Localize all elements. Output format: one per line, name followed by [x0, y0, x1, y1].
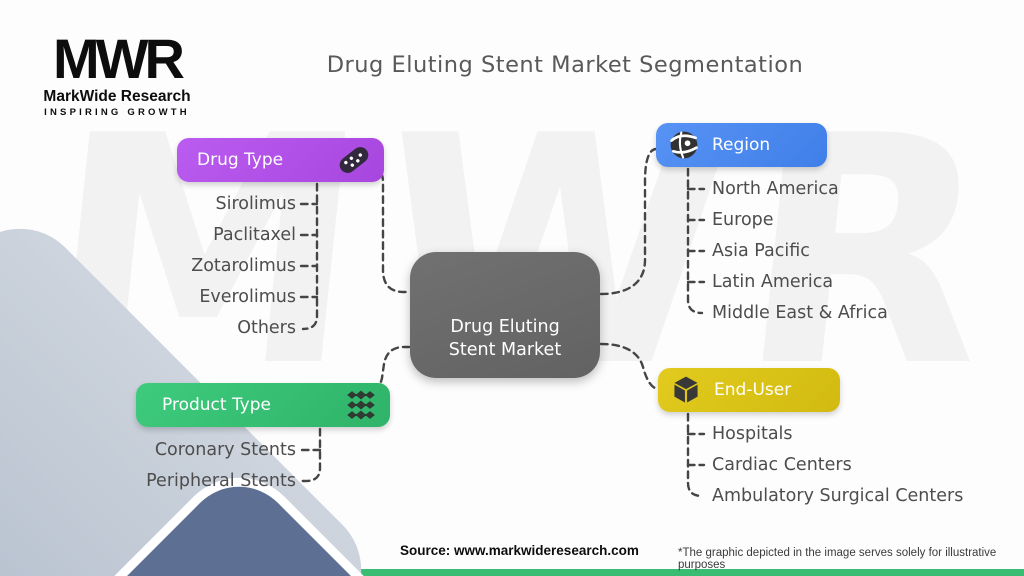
branch-header-end-user: End-User: [658, 368, 840, 412]
branch-label-end-user: End-User: [714, 380, 792, 400]
bottom-accent-bar: [268, 569, 1024, 576]
branch-label-drug-type: Drug Type: [197, 150, 284, 170]
list-item: Latin America: [712, 272, 834, 292]
product-type-items: Coronary Stents Peripheral Stents: [60, 435, 296, 497]
list-item: North America: [712, 179, 839, 199]
source-text: Source: www.markwideresearch.com: [400, 543, 639, 558]
list-item: Hospitals: [712, 424, 793, 444]
drug-type-items: Sirolimus Paclitaxel Zotarolimus Everoli…: [80, 189, 296, 344]
list-item: Asia Pacific: [712, 241, 810, 261]
pills-icon: [336, 145, 372, 175]
list-item: Sirolimus: [215, 194, 296, 214]
markwide-logo: MWR MarkWide Research INSPIRING GROWTH: [34, 27, 200, 119]
stent-stack-icon: [344, 389, 378, 421]
end-user-items: Hospitals Cardiac Centers Ambulatory Sur…: [712, 419, 1022, 512]
list-item: Europe: [712, 210, 774, 230]
list-item: Middle East & Africa: [712, 303, 888, 323]
list-item: Peripheral Stents: [146, 471, 296, 491]
globe-icon: [668, 129, 700, 161]
list-item: Cardiac Centers: [712, 455, 852, 475]
center-node-line1: Drug Eluting: [450, 317, 560, 337]
branch-header-drug-type: Drug Type: [177, 138, 384, 182]
list-item: Others: [237, 318, 296, 338]
logo-tagline: INSPIRING GROWTH: [44, 107, 190, 118]
list-item: Ambulatory Surgical Centers: [712, 486, 964, 506]
disclaimer-text: *The graphic depicted in the image serve…: [678, 547, 997, 571]
center-node-line2: Stent Market: [448, 340, 562, 360]
list-item: Coronary Stents: [154, 440, 296, 460]
branch-label-product-type: Product Type: [162, 395, 271, 415]
branch-header-region: Region: [656, 123, 827, 167]
branch-label-region: Region: [712, 135, 771, 155]
cube-icon: [670, 374, 702, 406]
region-items: North America Europe Asia Pacific Latin …: [712, 174, 1012, 329]
list-item: Zotarolimus: [191, 256, 296, 276]
logo-acronym: MWR: [53, 27, 185, 90]
branch-header-product-type: Product Type: [136, 383, 390, 427]
list-item: Everolimus: [199, 287, 296, 307]
center-node: Drug Eluting Stent Market: [410, 252, 600, 378]
logo-name: MarkWide Research: [43, 88, 191, 105]
page-title: Drug Eluting Stent Market Segmentation: [326, 52, 804, 78]
list-item: Paclitaxel: [213, 225, 296, 245]
